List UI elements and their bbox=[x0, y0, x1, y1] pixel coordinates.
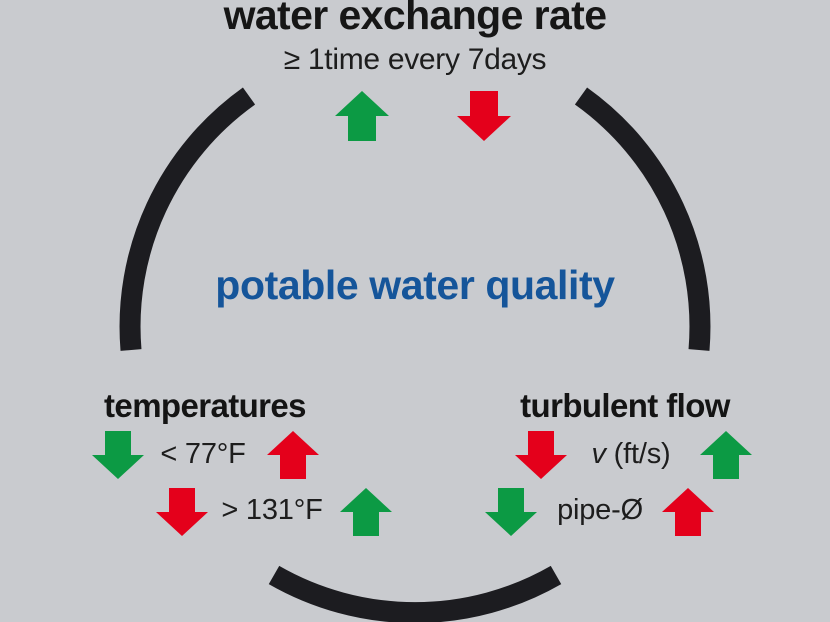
green-up-arrow bbox=[339, 487, 393, 537]
velocity-symbol: v bbox=[591, 438, 607, 470]
row-label-velocity: v (ft/s) bbox=[572, 438, 690, 471]
page-title: water exchange rate bbox=[223, 0, 607, 38]
velocity-unit: (ft/s) bbox=[605, 438, 671, 470]
green-up-arrow bbox=[334, 90, 390, 142]
red-down-arrow bbox=[155, 487, 209, 537]
section-heading-turbulent-flow: turbulent flow bbox=[520, 387, 730, 424]
red-up-arrow bbox=[661, 487, 715, 537]
page-subtitle: ≥ 1time every 7days bbox=[283, 43, 547, 76]
row-label-pipe-diameter: pipe-Ø bbox=[557, 494, 643, 526]
row-label-temp-high: > 131°F bbox=[221, 494, 323, 526]
arc-upper-left bbox=[119, 87, 256, 351]
row-label-temp-low: < 77°F bbox=[160, 438, 246, 470]
arc-upper-right bbox=[574, 87, 711, 351]
red-down-arrow bbox=[514, 430, 568, 480]
green-down-arrow bbox=[484, 487, 538, 537]
red-up-arrow bbox=[266, 430, 320, 480]
section-heading-temperatures: temperatures bbox=[104, 387, 306, 424]
red-down-arrow bbox=[456, 90, 512, 142]
green-up-arrow bbox=[699, 430, 753, 480]
green-down-arrow bbox=[91, 430, 145, 480]
center-title: potable water quality bbox=[215, 262, 615, 308]
arc-bottom bbox=[268, 565, 562, 622]
